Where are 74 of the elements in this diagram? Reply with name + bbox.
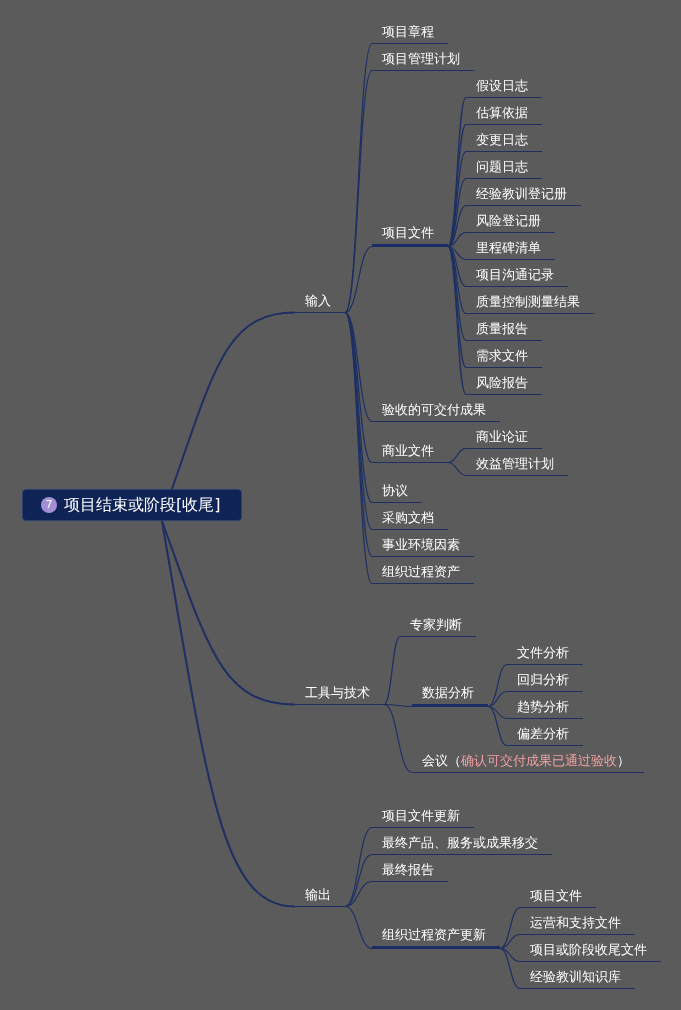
- branch-line: [383, 703, 413, 708]
- topic-label: 协议: [372, 482, 422, 503]
- topic-label: 验收的可交付成果: [372, 401, 500, 422]
- branch-line: [487, 690, 508, 708]
- number-badge: 7: [41, 497, 57, 513]
- branch-line: [487, 705, 508, 720]
- branch-line: [499, 906, 521, 950]
- topic-label: 效益管理计划: [466, 455, 568, 476]
- branch-line: [344, 905, 373, 950]
- topic-label: 估算依据: [466, 104, 542, 125]
- topic-label: 项目管理计划: [372, 50, 474, 71]
- branch-line: [447, 245, 467, 342]
- branch-line: [344, 245, 373, 314]
- topic-label: 假设日志: [466, 77, 542, 98]
- topic-label: 工具与技术: [295, 684, 384, 705]
- branch-line: [499, 933, 521, 950]
- topic-label: 偏差分析: [507, 725, 583, 746]
- topic-title: 项目结束或阶段[收尾]: [64, 494, 221, 516]
- topic-label: 最终产品、服务或成果移交: [372, 834, 552, 855]
- branch-line: [499, 947, 521, 963]
- topic-label: 项目沟通记录: [466, 266, 568, 287]
- branch-line: [487, 705, 508, 747]
- topic-label: 输出: [295, 886, 345, 907]
- topic-label: 专家判断: [400, 616, 476, 637]
- branch-line: [344, 880, 373, 908]
- topic-label: 商业文件: [372, 442, 448, 463]
- topic-label: 项目文件: [372, 224, 448, 247]
- topic-label: 组织过程资产: [372, 563, 474, 584]
- topic-label: 回归分析: [507, 671, 583, 692]
- topic-label: 运营和支持文件: [520, 914, 635, 935]
- branch-line: [171, 311, 296, 490]
- topic-label: 变更日志: [466, 131, 542, 152]
- branch-line: [499, 947, 521, 990]
- topic-label: 会议（确认可交付成果已通过验收）: [412, 752, 644, 773]
- topic-label: 项目文件: [520, 887, 596, 908]
- topic-label: 文件分析: [507, 644, 583, 665]
- central-topic-box: [22, 489, 242, 521]
- topic-label: 风险报告: [466, 374, 542, 395]
- branch-line: [447, 245, 467, 315]
- topic-label: 商业论证: [466, 428, 542, 449]
- branch-line: [447, 204, 467, 248]
- topic-label: 里程碑清单: [466, 239, 555, 260]
- topic-label: 数据分析: [412, 684, 488, 707]
- branch-line: [487, 663, 508, 708]
- branch-line: [447, 150, 467, 248]
- topic-label: 质量报告: [466, 320, 542, 341]
- topic-label: 经验教训知识库: [520, 968, 635, 989]
- topic-label: 最终报告: [372, 861, 448, 882]
- branch-line: [447, 231, 467, 248]
- topic-label: 风险登记册: [466, 212, 555, 233]
- branch-line: [344, 826, 373, 908]
- branch-line: [344, 311, 373, 464]
- topic-label: 需求文件: [466, 347, 542, 368]
- branch-line: [447, 245, 467, 396]
- topic-label: 项目文件更新: [372, 807, 474, 828]
- topic-label: 经验教训登记册: [466, 185, 581, 206]
- topic-label: 采购文档: [372, 509, 448, 530]
- branch-line: [447, 245, 467, 261]
- branch-line: [447, 447, 467, 464]
- topic-label: 趋势分析: [507, 698, 583, 719]
- topic-label: 输入: [295, 292, 345, 313]
- branch-line: [383, 635, 401, 706]
- branch-line: [447, 245, 467, 288]
- topic-label: 事业环境因素: [372, 536, 474, 557]
- branch-line: [344, 853, 373, 908]
- branch-line: [161, 520, 296, 706]
- topic-label: 项目或阶段收尾文件: [520, 941, 661, 962]
- branch-line: [383, 703, 413, 774]
- branch-line: [447, 461, 467, 477]
- branch-line: [161, 520, 296, 908]
- topic-label: 项目章程: [372, 23, 448, 44]
- topic-label: 问题日志: [466, 158, 542, 179]
- topic-label: 组织过程资产更新: [372, 926, 500, 949]
- topic-label: 质量控制测量结果: [466, 293, 594, 314]
